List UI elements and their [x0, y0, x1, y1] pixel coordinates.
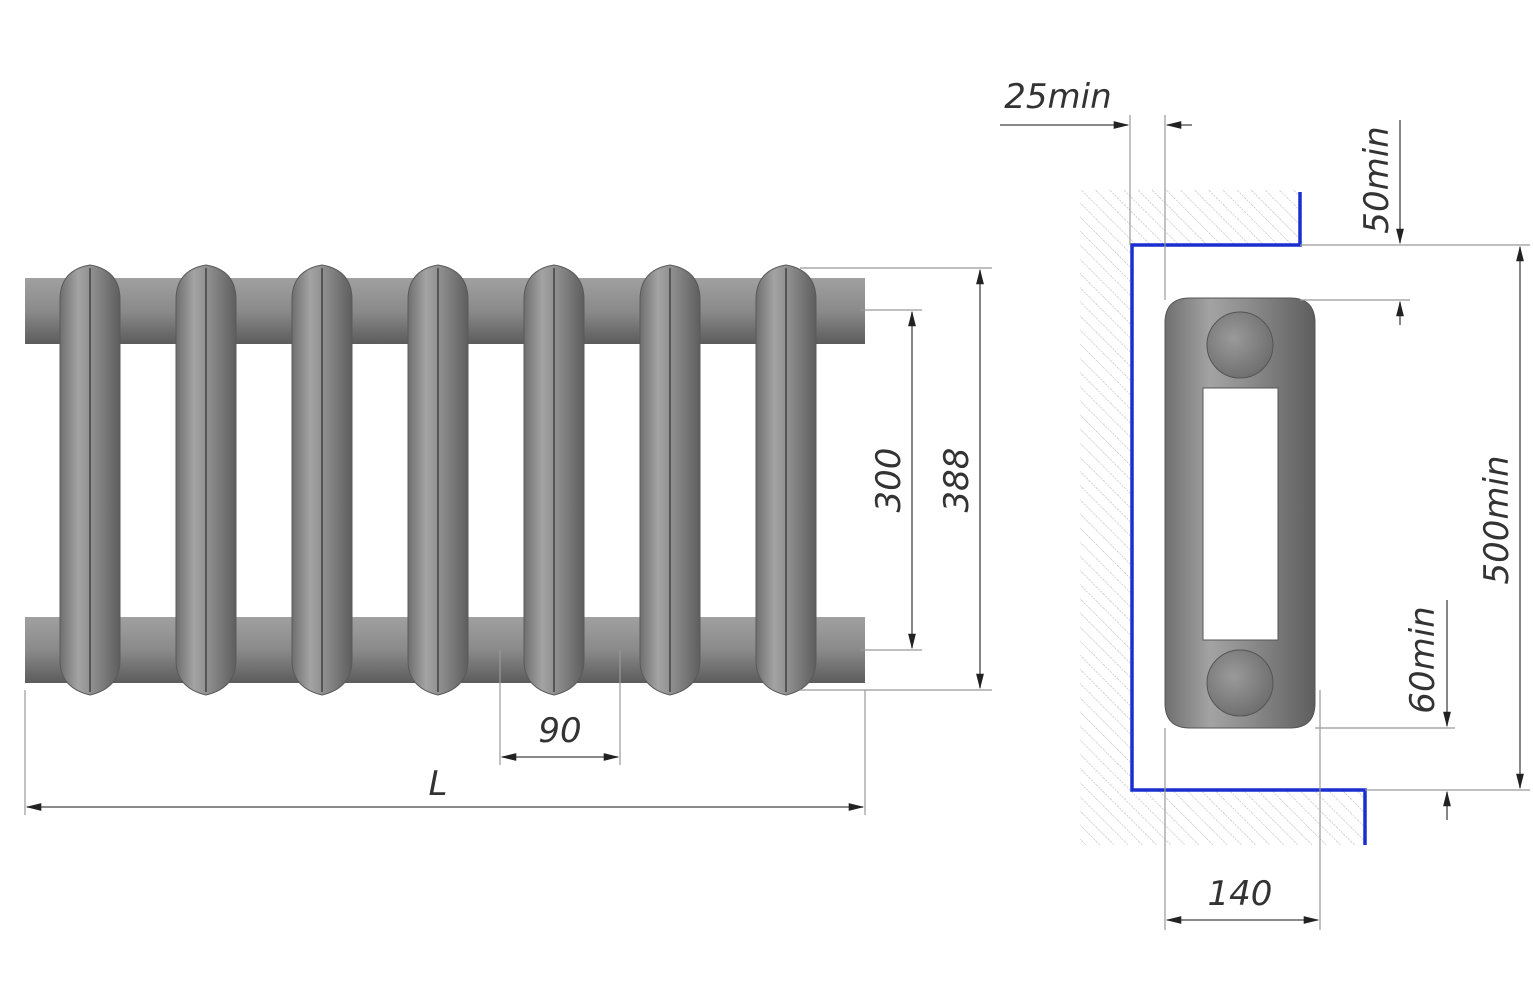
dimension-50min: 50min: [1300, 120, 1530, 325]
bottom-nipple-boss: [1206, 649, 1274, 717]
dimension-60min: 60min: [1315, 600, 1455, 820]
dimension-300-label: 300: [869, 448, 909, 513]
dimension-length: L: [24, 690, 866, 815]
dimension-length-label: L: [429, 764, 448, 804]
dimension-50min-label: 50min: [1357, 126, 1397, 233]
dimension-500min: 500min: [1365, 245, 1530, 791]
wall-hatch: [1080, 190, 1132, 845]
radiator-section: [291, 264, 353, 696]
dimension-300: 300: [860, 309, 922, 651]
dimension-25min-label: 25min: [1004, 77, 1111, 117]
dimension-25min: 25min: [1000, 77, 1192, 300]
floor-hatch: [1132, 790, 1365, 845]
dimension-140: 140: [1164, 690, 1321, 930]
radiator-section: [639, 264, 701, 696]
dimension-60min-label: 60min: [1403, 606, 1443, 713]
radiator-section: [755, 264, 817, 696]
sill-hatch: [1132, 190, 1300, 245]
radiator-section: [175, 264, 237, 696]
radiator-section: [523, 264, 585, 696]
dimension-140-label: 140: [1208, 874, 1273, 914]
dimension-90-label: 90: [538, 711, 581, 751]
dimension-388: 388: [800, 267, 992, 691]
dimension-90: 90: [499, 650, 621, 765]
section-profile: [1164, 297, 1316, 729]
wall-outline: [1130, 192, 1367, 845]
dimension-388-label: 388: [937, 448, 977, 513]
top-nipple-boss: [1206, 311, 1274, 379]
radiator-side-view: [1164, 297, 1316, 729]
radiator-sections: [59, 264, 817, 696]
radiator-section: [407, 264, 469, 696]
radiator-front-view: [25, 264, 865, 696]
radiator-section: [59, 264, 121, 696]
wall-niche: [1080, 190, 1367, 845]
dimension-500min-label: 500min: [1477, 455, 1517, 584]
